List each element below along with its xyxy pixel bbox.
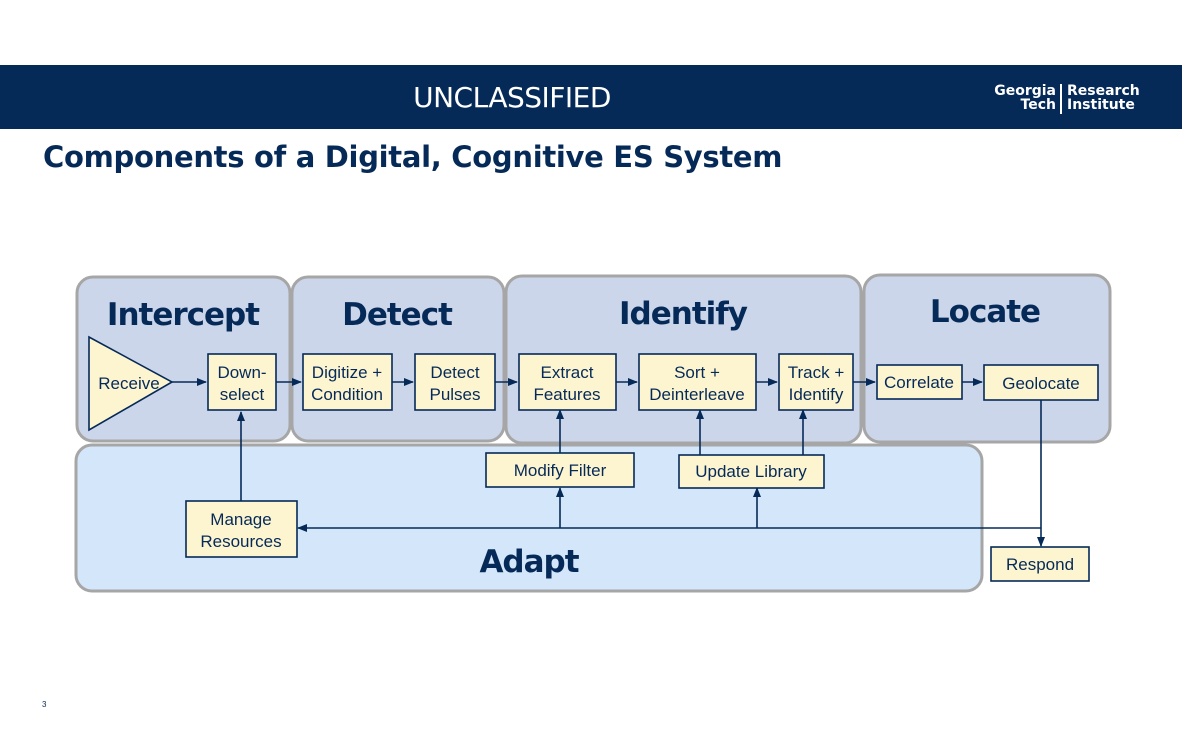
- gtri-logo: Georgia Tech Research Institute: [976, 84, 1156, 114]
- logo-divider: [1060, 84, 1062, 114]
- block-sort-line2: Deinterleave: [649, 385, 744, 404]
- block-update-library: Update Library: [678, 454, 825, 489]
- block-modify-filter-label: Modify Filter: [514, 461, 607, 480]
- block-track-identify: Track + Identify: [778, 353, 854, 411]
- block-respond-label: Respond: [1006, 555, 1074, 574]
- block-downselect-line2: select: [220, 385, 265, 404]
- block-extract-line2: Features: [533, 385, 600, 404]
- block-manage-line1: Manage: [210, 510, 271, 529]
- block-correlate-label: Correlate: [884, 373, 954, 392]
- stage-label-identify: Identify: [619, 296, 748, 332]
- block-digitize-condition: Digitize + Condition: [302, 353, 393, 411]
- block-update-library-label: Update Library: [695, 462, 807, 481]
- block-track-line2: Identify: [789, 385, 844, 404]
- page-number: 3: [42, 700, 47, 709]
- block-downselect: Down- select: [207, 353, 277, 411]
- stage-label-detect: Detect: [342, 297, 453, 333]
- block-detect-pulses: Detect Pulses: [414, 353, 496, 411]
- block-modify-filter: Modify Filter: [485, 452, 635, 488]
- flow-connectors: [172, 378, 1045, 547]
- classification-label: UNCLASSIFIED: [413, 81, 611, 114]
- block-detect-line2: Pulses: [429, 385, 480, 404]
- logo-text-institute: Institute: [1067, 97, 1135, 113]
- stage-label-locate: Locate: [930, 294, 1040, 330]
- receive-label: Receive: [98, 374, 159, 393]
- block-detect-line1: Detect: [430, 363, 479, 382]
- slide-title: Components of a Digital, Cognitive ES Sy…: [43, 140, 783, 174]
- block-manage-resources: Manage Resources: [185, 500, 298, 558]
- block-correlate: Correlate: [876, 364, 963, 400]
- block-extract-line1: Extract: [541, 363, 594, 382]
- block-sort-deinterleave: Sort + Deinterleave: [638, 353, 757, 411]
- stage-label-adapt: Adapt: [479, 544, 579, 580]
- block-extract-features: Extract Features: [518, 353, 617, 411]
- stage-label-intercept: Intercept: [107, 297, 260, 333]
- block-respond: Respond: [990, 546, 1090, 582]
- logo-text-georgia: Georgia: [994, 83, 1056, 99]
- block-digitize-line2: Condition: [311, 385, 383, 404]
- receive-amplifier-block: [88, 335, 174, 432]
- block-downselect-line1: Down-: [217, 363, 266, 382]
- block-digitize-line1: Digitize +: [312, 363, 382, 382]
- block-manage-line2: Resources: [200, 532, 281, 551]
- classification-banner: UNCLASSIFIED Georgia Tech Research Insti…: [0, 65, 1182, 129]
- block-geolocate: Geolocate: [983, 364, 1099, 401]
- block-geolocate-label: Geolocate: [1002, 374, 1080, 393]
- block-sort-line1: Sort +: [674, 363, 720, 382]
- logo-text-tech: Tech: [1020, 97, 1056, 113]
- block-track-line1: Track +: [788, 363, 845, 382]
- logo-text-research: Research: [1067, 83, 1140, 99]
